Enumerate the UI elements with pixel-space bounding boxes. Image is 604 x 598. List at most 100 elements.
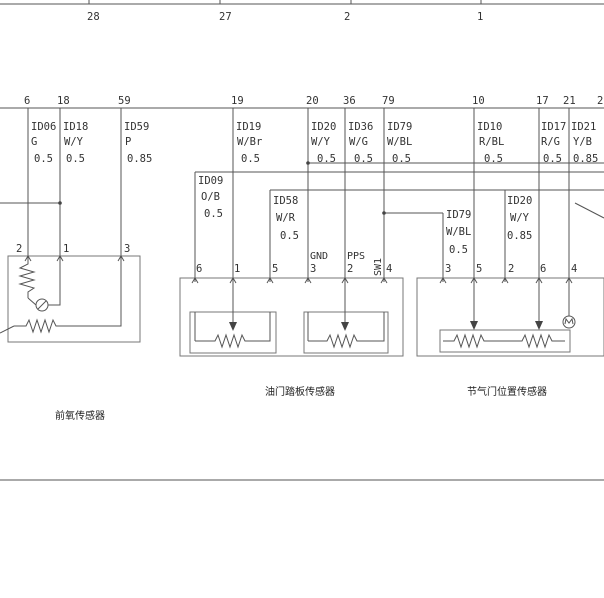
connector-pin: 4 <box>386 263 392 275</box>
ecu-pin-label: 21 <box>563 95 576 107</box>
wire-label-w1: ID06 G 0.5 <box>31 121 56 165</box>
ecu-pin-label: 18 <box>57 95 70 107</box>
wire-color: W/BL <box>387 136 412 148</box>
connector-pin: 2 <box>508 263 514 275</box>
connector-pin: 6 <box>196 263 202 275</box>
wire-id: ID59 <box>124 121 149 133</box>
wire-color: W/Y <box>311 136 331 148</box>
motor-icon <box>562 282 576 329</box>
wire-label-w8: ID10 R/BL 0.5 <box>477 121 504 165</box>
wire-id: ID10 <box>477 121 502 133</box>
ecu-connector: 6 18 59 19 20 36 79 10 17 21 2 <box>0 95 604 109</box>
wire-color: W/R <box>276 212 296 224</box>
wire-id: ID20 <box>311 121 336 133</box>
connector-pin: 2 <box>347 263 353 275</box>
wire-gauge: 0.5 <box>354 153 373 165</box>
connector-pin: 1 <box>234 263 240 275</box>
connector-pin: 1 <box>63 243 69 255</box>
connector-pin: 3 <box>124 243 130 255</box>
wire-color: Y/B <box>573 136 592 148</box>
wire-color: O/B <box>201 191 220 203</box>
wire-color: P <box>125 136 131 148</box>
ecu-pin-label: 2 <box>597 95 603 107</box>
wire-gauge: 0.5 <box>484 153 503 165</box>
wire-label-w12: ID58 W/R 0.5 <box>273 195 299 242</box>
potentiometer-icon <box>303 282 389 354</box>
connector-pin: 4 <box>571 263 577 275</box>
wire-label-w7: ID79 W/BL 0.5 <box>387 121 412 165</box>
connector-pin: 2 <box>16 243 22 255</box>
ruler-label: 28 <box>87 11 100 23</box>
wire-gauge: 0.85 <box>573 153 598 165</box>
oxygen-sensor: 2 1 3 前氧传感器 <box>0 243 141 422</box>
component-caption: 前氧传感器 <box>55 409 105 422</box>
wire-gauge: 0.5 <box>392 153 411 165</box>
wire-id: ID21 <box>571 121 596 133</box>
ecu-pin-label: 10 <box>472 95 485 107</box>
component-caption: 节气门位置传感器 <box>467 385 547 398</box>
wire-label-w10: ID21 Y/B 0.85 <box>571 121 598 165</box>
wire-id: ID19 <box>236 121 261 133</box>
wire-id: ID18 <box>63 121 88 133</box>
wire-color: G <box>31 136 37 148</box>
connector-pin: 5 <box>476 263 482 275</box>
vertical-wires <box>27 108 604 282</box>
wire-label-w6: ID36 W/G 0.5 <box>348 121 373 165</box>
wire-id: ID06 <box>31 121 56 133</box>
pin-markers <box>24 255 573 284</box>
wire-label-w9: ID17 R/G 0.5 <box>541 121 566 165</box>
wire-gauge: 0.5 <box>34 153 53 165</box>
ecu-pin-label: 20 <box>306 95 319 107</box>
wire-id: ID58 <box>273 195 298 207</box>
wire-id: ID20 <box>507 195 532 207</box>
wire-label-w11: ID09 O/B 0.5 <box>198 175 223 220</box>
accelerator-pedal-sensor: 6 1 5 3 2 4 GND PPS SW1 油门踏板传感器 <box>179 251 404 398</box>
throttle-position-sensor: 3 5 2 6 4 节气门位置传感器 <box>416 263 604 398</box>
wire-id: ID17 <box>541 121 566 133</box>
wire-gauge: 0.85 <box>127 153 152 165</box>
connector-pin: 5 <box>272 263 278 275</box>
ruler-label: 1 <box>477 11 483 23</box>
wire-label-w5: ID20 W/Y 0.5 <box>311 121 336 165</box>
wire-color: W/G <box>349 136 368 148</box>
wire-gauge: 0.5 <box>449 244 468 256</box>
wire-gauge: 0.5 <box>317 153 336 165</box>
wire-color: R/BL <box>479 136 504 148</box>
wire-gauge: 0.5 <box>204 208 223 220</box>
wire-color: R/G <box>541 136 560 148</box>
wire-label-w13: ID79 W/BL 0.5 <box>446 209 471 256</box>
wire-color: W/Br <box>237 136 262 148</box>
ruler-label: 2 <box>344 11 350 23</box>
ecu-pin-label: 59 <box>118 95 131 107</box>
heater-resistor-icon <box>18 258 36 298</box>
wire-label-w4: ID19 W/Br 0.5 <box>236 121 262 165</box>
signal-label-gnd: GND <box>310 251 328 262</box>
ecu-pin-label: 79 <box>382 95 395 107</box>
bus-lines <box>0 162 604 481</box>
signal-label-sw1: SW1 <box>373 258 384 276</box>
wire-gauge: 0.5 <box>66 153 85 165</box>
potentiometer-icon <box>14 318 66 334</box>
wire-id: ID79 <box>387 121 412 133</box>
ecu-pin-label: 19 <box>231 95 244 107</box>
signal-label-pps: PPS <box>347 251 365 262</box>
potentiometer-icon <box>439 282 571 353</box>
potentiometer-icon <box>189 282 277 354</box>
wire-id: ID09 <box>198 175 223 187</box>
ecu-pin-label: 17 <box>536 95 549 107</box>
wire-gauge: 0.5 <box>543 153 562 165</box>
connector-pin: 3 <box>310 263 316 275</box>
wire-labels: ID06 G 0.5 ID18 W/Y 0.5 ID59 P 0.85 ID19… <box>31 121 598 256</box>
connector-pin: 3 <box>445 263 451 275</box>
wire-gauge: 0.5 <box>280 230 299 242</box>
wire-gauge: 0.85 <box>507 230 532 242</box>
wire-color: W/Y <box>510 212 530 224</box>
ecu-pin-label: 36 <box>343 95 356 107</box>
wire-id: ID79 <box>446 209 471 221</box>
wire-gauge: 0.5 <box>241 153 260 165</box>
ruler-label: 27 <box>219 11 232 23</box>
wire-label-w2: ID18 W/Y 0.5 <box>63 121 88 165</box>
wire-id: ID36 <box>348 121 373 133</box>
ecu-pin-label: 6 <box>24 95 30 107</box>
